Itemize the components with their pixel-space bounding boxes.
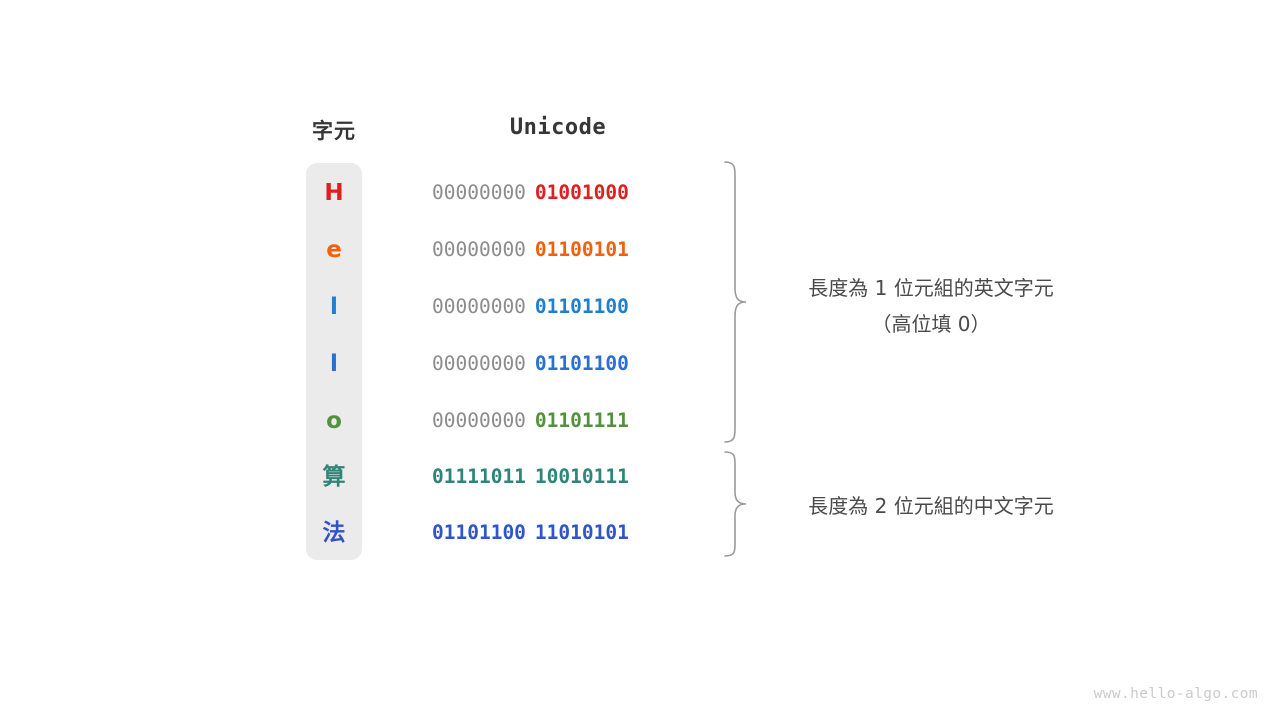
binary-high-byte-2: 00000000 xyxy=(432,295,526,318)
binary-low-byte-1: 01100101 xyxy=(534,238,629,261)
brace-english-group xyxy=(724,161,747,443)
character-cell-6: 法 xyxy=(322,520,346,546)
binary-high-byte-1: 00000000 xyxy=(432,238,526,261)
character-cell-4: o xyxy=(326,408,342,434)
binary-low-byte-5: 10010111 xyxy=(534,465,629,488)
character-column-panel: H e l l o 算 法 xyxy=(306,163,362,560)
character-cell-0: H xyxy=(324,180,344,206)
character-cell-1: e xyxy=(326,237,342,263)
character-cell-5: 算 xyxy=(322,464,346,490)
binary-high-byte-6: 01101100 xyxy=(432,521,526,544)
annotation-chinese-line1: 長度為 2 位元組的中文字元 xyxy=(808,494,1054,518)
column-header-unicode: Unicode xyxy=(509,115,607,140)
binary-high-byte-5: 01111011 xyxy=(432,465,526,488)
binary-row-2: 00000000 01101100 xyxy=(432,292,684,322)
binary-row-5: 01111011 10010111 xyxy=(432,462,684,492)
binary-high-byte-3: 00000000 xyxy=(432,352,526,375)
binary-high-byte-4: 00000000 xyxy=(432,409,526,432)
binary-row-4: 00000000 01101111 xyxy=(432,406,684,436)
column-header-character: 字元 xyxy=(312,119,356,143)
brace-chinese-group xyxy=(724,451,747,557)
binary-row-3: 00000000 01101100 xyxy=(432,349,684,379)
annotation-english-line2: （高位填 0） xyxy=(871,312,991,336)
annotation-chinese: 長度為 2 位元組的中文字元 xyxy=(776,488,1086,524)
binary-low-byte-4: 01101111 xyxy=(534,409,629,432)
binary-low-byte-6: 11010101 xyxy=(534,521,629,544)
annotation-english: 長度為 1 位元組的英文字元 （高位填 0） xyxy=(776,270,1086,342)
character-cell-2: l xyxy=(330,294,338,320)
character-cell-3: l xyxy=(330,351,338,377)
binary-row-1: 00000000 01100101 xyxy=(432,235,684,265)
binary-low-byte-2: 01101100 xyxy=(534,295,629,318)
binary-low-byte-0: 01001000 xyxy=(534,181,629,204)
binary-row-6: 01101100 11010101 xyxy=(432,518,684,548)
watermark: www.hello-algo.com xyxy=(1093,686,1258,702)
annotation-english-line1: 長度為 1 位元組的英文字元 xyxy=(808,276,1054,300)
binary-low-byte-3: 01101100 xyxy=(534,352,629,375)
binary-row-0: 00000000 01001000 xyxy=(432,178,684,208)
binary-high-byte-0: 00000000 xyxy=(432,181,526,204)
